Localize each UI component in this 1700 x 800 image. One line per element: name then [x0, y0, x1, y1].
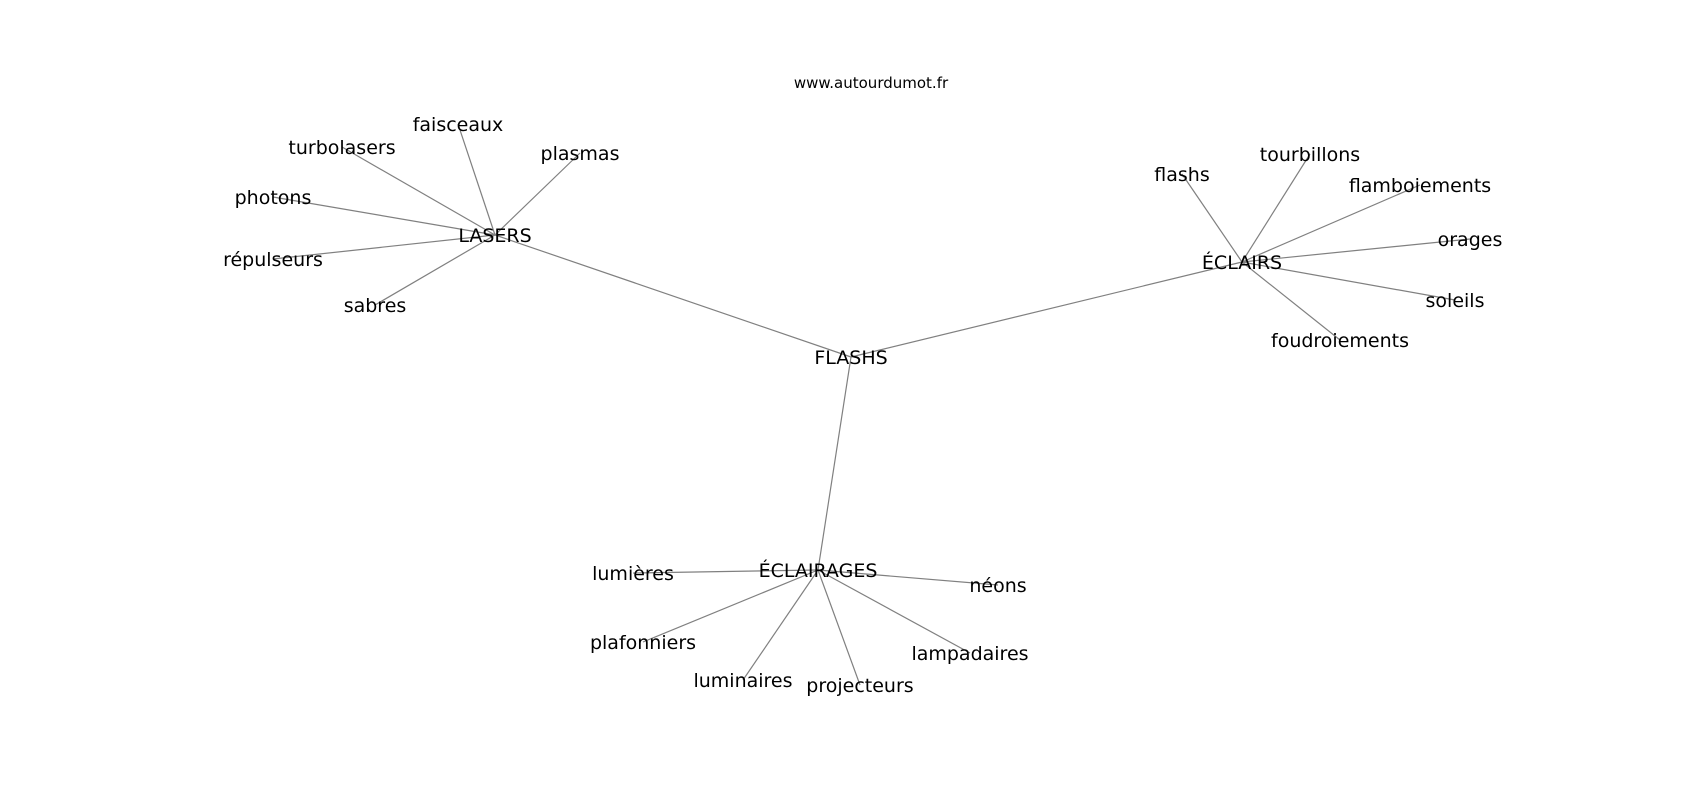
edge-hub-word: [817, 569, 971, 654]
edge-hub-word: [374, 234, 496, 306]
edge-hub-word: [272, 196, 496, 236]
word-node: projecteurs: [806, 675, 913, 697]
edge-hub-word: [632, 569, 819, 574]
word-node: répulseurs: [223, 249, 323, 271]
center-node: FLASHS: [814, 347, 887, 369]
edge-center-hub: [494, 234, 852, 358]
hub-node: ÉCLAIRS: [1202, 251, 1282, 274]
hub-node: LASERS: [458, 225, 531, 247]
word-node: tourbillons: [1260, 144, 1360, 166]
word-node: soleils: [1426, 290, 1485, 312]
graph-labels: faisceaux plasmas turbolasers photons répuls…: [223, 114, 1502, 697]
edge-hub-word: [1241, 238, 1471, 263]
word-node: sabres: [344, 295, 407, 317]
edge-hub-word: [1181, 173, 1243, 263]
edge-hub-word: [817, 569, 999, 586]
edge-center-hub: [850, 261, 1243, 358]
edge-hub-word: [642, 569, 819, 643]
word-node: luminaires: [693, 670, 792, 692]
edge-hub-word: [1241, 261, 1341, 341]
edge-hub-word: [1241, 184, 1421, 263]
edge-hub-word: [457, 123, 496, 236]
word-node: orages: [1438, 229, 1503, 251]
word-node: flashs: [1154, 164, 1209, 186]
word-node: lampadaires: [911, 643, 1028, 665]
word-node: néons: [969, 575, 1026, 597]
edge-hub-word: [494, 152, 581, 236]
word-node: turbolasers: [288, 137, 395, 159]
word-node: foudroiements: [1271, 330, 1409, 352]
edge-hub-word: [742, 569, 819, 681]
edge-hub-word: [1241, 261, 1456, 301]
hub-node: ÉCLAIRAGES: [759, 559, 878, 582]
graph-edges: [272, 123, 1471, 686]
word-node: plasmas: [541, 143, 620, 165]
edge-hub-word: [817, 569, 861, 686]
edge-hub-word: [1241, 153, 1311, 263]
word-node: photons: [235, 187, 312, 209]
word-node: lumières: [592, 563, 674, 585]
edge-center-hub: [817, 356, 852, 571]
word-node: faisceaux: [413, 114, 504, 136]
edge-hub-word: [272, 234, 496, 260]
word-node: plafonniers: [590, 632, 696, 654]
word-node: flamboiements: [1349, 175, 1491, 197]
watermark: www.autourdumot.fr: [794, 74, 949, 92]
edge-hub-word: [341, 146, 496, 236]
